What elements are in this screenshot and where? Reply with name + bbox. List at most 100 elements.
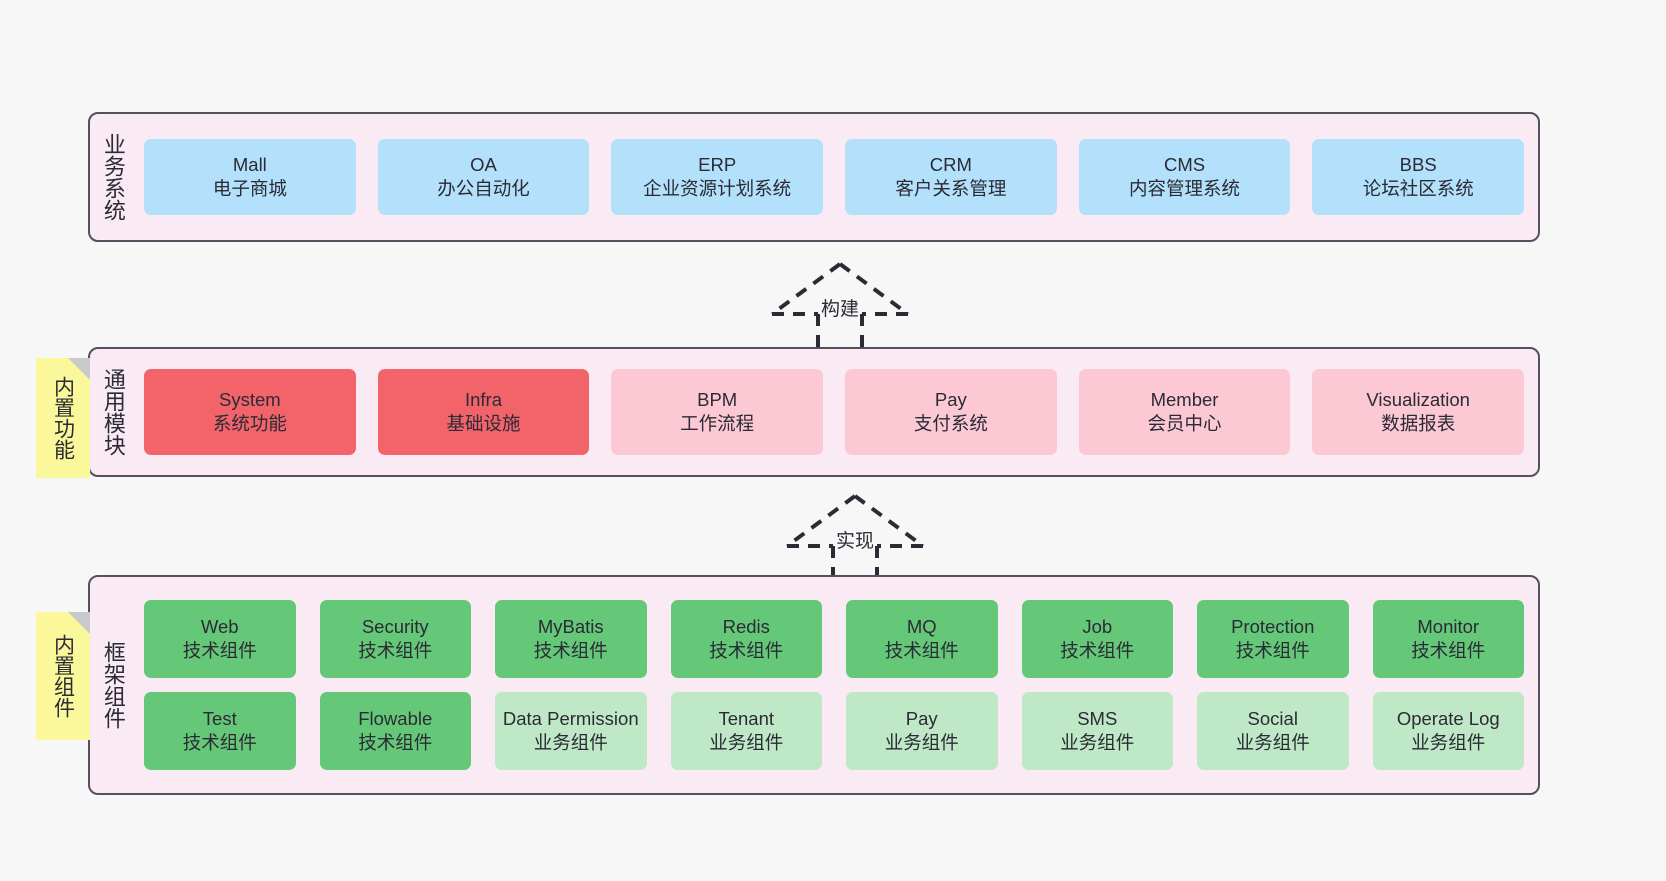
card-title-cn: 电子商城	[212, 178, 287, 199]
card-pay-component[interactable]: Pay 业务组件	[846, 692, 998, 770]
layer-body-framework-components: Web 技术组件 Security 技术组件 MyBatis 技术组件 Redi…	[136, 577, 1538, 793]
card-row: Web 技术组件 Security 技术组件 MyBatis 技术组件 Redi…	[144, 600, 1524, 678]
layer-body-common-modules: System 系统功能 Infra 基础设施 BPM 工作流程 Pay 支付系统…	[136, 349, 1538, 475]
card-title-en: BBS	[1399, 154, 1437, 176]
card-title-cn: 业务组件	[709, 732, 784, 753]
card-title-cn: 业务组件	[1060, 732, 1135, 753]
card-title-en: Protection	[1231, 616, 1315, 638]
card-title-cn: 技术组件	[709, 640, 784, 661]
card-title-cn: 系统功能	[212, 413, 287, 434]
card-tenant[interactable]: Tenant 业务组件	[670, 692, 822, 770]
card-monitor[interactable]: Monitor 技术组件	[1372, 600, 1524, 678]
card-cms[interactable]: CMS 内容管理系统	[1078, 139, 1291, 215]
connector-implement: 实现	[775, 490, 935, 582]
sticky-note-builtin-component[interactable]: 内置组件	[36, 612, 90, 740]
layer-title-framework-components: 框架组件	[100, 641, 126, 729]
card-title-cn: 内容管理系统	[1129, 178, 1241, 199]
card-title-en: Flowable	[358, 708, 433, 730]
card-mall[interactable]: Mall 电子商城	[144, 139, 356, 215]
card-social[interactable]: Social 业务组件	[1197, 692, 1349, 770]
layer-business-systems: 业务系统 Mall 电子商城 OA 办公自动化 ERP 企业资源计划系统 CRM…	[88, 112, 1540, 242]
card-title-en: ERP	[698, 154, 737, 176]
card-oa[interactable]: OA 办公自动化	[377, 139, 590, 215]
card-system[interactable]: System 系统功能	[144, 369, 356, 455]
card-title-cn: 论坛社区系统	[1362, 178, 1474, 199]
card-title-en: Redis	[722, 616, 770, 638]
card-title-cn: 数据报表	[1381, 413, 1456, 434]
card-title-en: Operate Log	[1396, 708, 1500, 730]
build-arrow-shape	[770, 262, 910, 350]
card-protection[interactable]: Protection 技术组件	[1197, 600, 1349, 678]
card-mq[interactable]: MQ 技术组件	[846, 600, 998, 678]
card-title-cn: 会员中心	[1147, 413, 1222, 434]
card-title-en: Infra	[464, 389, 503, 411]
card-mybatis[interactable]: MyBatis 技术组件	[495, 600, 647, 678]
card-crm[interactable]: CRM 客户关系管理	[845, 139, 1057, 215]
card-title-en: Tenant	[718, 708, 775, 730]
card-title-en: OA	[470, 154, 497, 176]
layer-common-modules: 通用模块 System 系统功能 Infra 基础设施 BPM 工作流程 Pay…	[88, 347, 1540, 477]
card-redis[interactable]: Redis 技术组件	[670, 600, 822, 678]
connector-label-build: 构建	[820, 299, 860, 320]
card-title-en: Monitor	[1417, 616, 1480, 638]
card-title-en: Test	[202, 708, 237, 730]
sticky-note-label: 内置功能	[51, 376, 75, 460]
card-operate-log[interactable]: Operate Log 业务组件	[1372, 692, 1524, 770]
card-title-en: CRM	[929, 154, 972, 176]
card-title-en: Pay	[905, 708, 938, 730]
layer-title-common-modules: 通用模块	[100, 368, 126, 456]
card-flowable[interactable]: Flowable 技术组件	[319, 692, 471, 770]
card-data-permission[interactable]: Data Permission 业务组件	[495, 692, 647, 770]
card-title-en: SMS	[1077, 708, 1118, 730]
card-title-en: Data Permission	[502, 708, 639, 730]
card-test[interactable]: Test 技术组件	[144, 692, 296, 770]
card-infra[interactable]: Infra 基础设施	[377, 369, 590, 455]
card-row: System 系统功能 Infra 基础设施 BPM 工作流程 Pay 支付系统…	[144, 369, 1525, 455]
card-title-en: BPM	[697, 389, 738, 411]
card-title-cn: 技术组件	[182, 640, 257, 661]
card-visualization[interactable]: Visualization 数据报表	[1312, 369, 1525, 455]
sticky-note-label: 内置组件	[51, 634, 75, 718]
card-title-cn: 支付系统	[913, 413, 988, 434]
card-title-cn: 业务组件	[533, 732, 608, 753]
card-title-cn: 技术组件	[358, 640, 433, 661]
implement-arrow-shape	[785, 494, 925, 582]
card-security[interactable]: Security 技术组件	[319, 600, 471, 678]
card-title-cn: 业务组件	[884, 732, 959, 753]
card-title-cn: 技术组件	[358, 732, 433, 753]
card-title-en: MyBatis	[537, 616, 604, 638]
card-title-en: Security	[361, 616, 429, 638]
card-pay-module[interactable]: Pay 支付系统	[845, 369, 1057, 455]
sticky-note-builtin-function[interactable]: 内置功能	[36, 358, 90, 478]
card-erp[interactable]: ERP 企业资源计划系统	[611, 139, 824, 215]
card-title-cn: 办公自动化	[437, 178, 530, 199]
card-web[interactable]: Web 技术组件	[144, 600, 296, 678]
card-member[interactable]: Member 会员中心	[1078, 369, 1291, 455]
card-title-en: System	[218, 389, 281, 411]
card-title-cn: 技术组件	[182, 732, 257, 753]
card-title-cn: 技术组件	[1060, 640, 1135, 661]
card-title-cn: 业务组件	[1411, 732, 1486, 753]
layer-body-business-systems: Mall 电子商城 OA 办公自动化 ERP 企业资源计划系统 CRM 客户关系…	[136, 114, 1538, 240]
card-bbs[interactable]: BBS 论坛社区系统	[1312, 139, 1525, 215]
card-title-en: Web	[200, 616, 239, 638]
card-sms[interactable]: SMS 业务组件	[1021, 692, 1173, 770]
card-title-en: Mall	[232, 154, 267, 176]
layer-title-business-systems: 业务系统	[100, 133, 126, 221]
card-title-cn: 技术组件	[1411, 640, 1486, 661]
card-title-cn: 基础设施	[446, 413, 521, 434]
card-title-en: Member	[1150, 389, 1219, 411]
card-title-cn: 业务组件	[1235, 732, 1310, 753]
card-title-en: Social	[1247, 708, 1298, 730]
card-title-en: Pay	[934, 389, 967, 411]
connector-label-implement: 实现	[835, 531, 875, 552]
card-job[interactable]: Job 技术组件	[1021, 600, 1173, 678]
card-title-cn: 工作流程	[680, 413, 755, 434]
note-fold-icon	[68, 358, 90, 380]
note-fold-icon	[68, 612, 90, 634]
card-bpm[interactable]: BPM 工作流程	[611, 369, 824, 455]
card-title-cn: 技术组件	[533, 640, 608, 661]
card-title-en: Visualization	[1366, 389, 1470, 411]
card-title-en: CMS	[1163, 154, 1206, 176]
